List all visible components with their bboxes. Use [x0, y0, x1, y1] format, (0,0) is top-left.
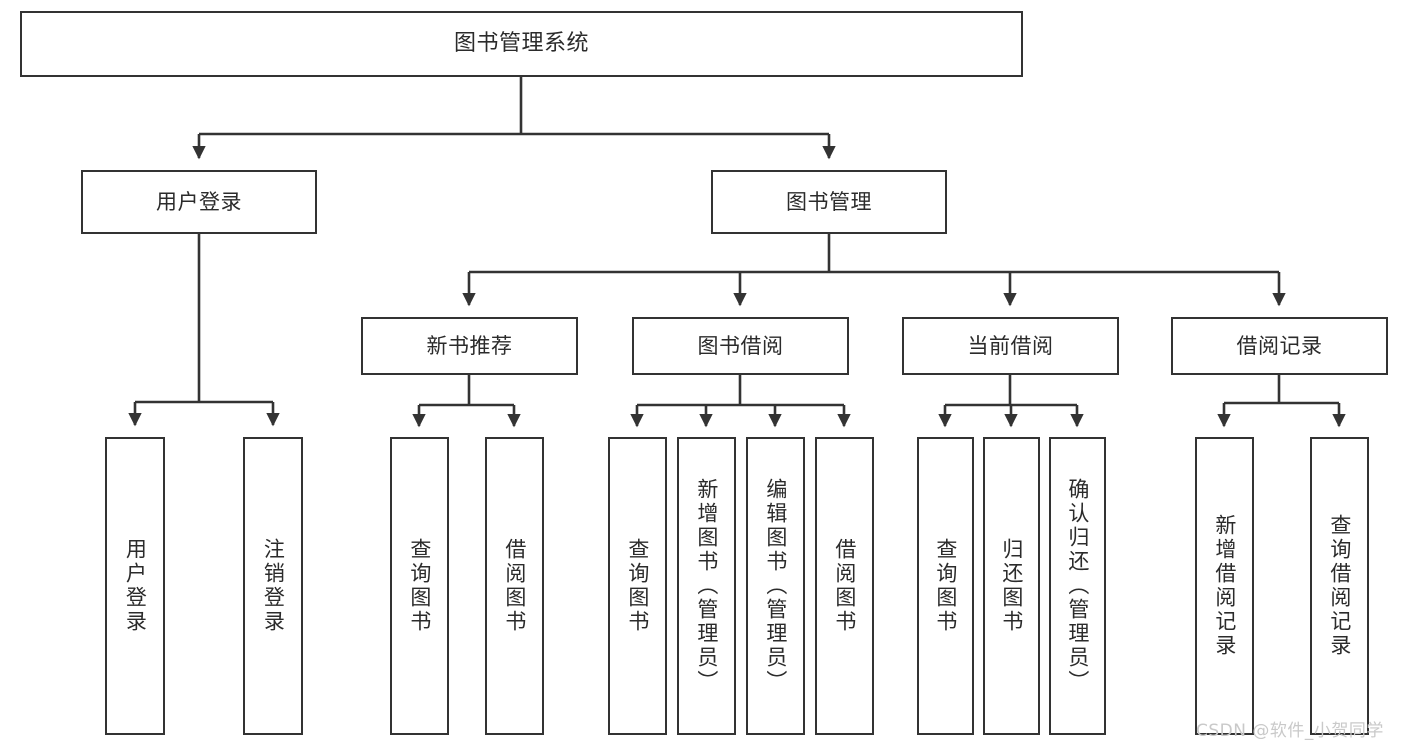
- node-label: 查询图书: [407, 538, 432, 634]
- node-label: 借阅图书: [832, 538, 857, 634]
- node-label: 新增图书（管理员）: [694, 478, 719, 694]
- node-label: 用户登录: [156, 189, 242, 214]
- node-label: 查询图书: [933, 538, 958, 634]
- node-leaf-query-book-a[interactable]: 查询图书: [390, 437, 449, 735]
- node-label: 编辑图书（管理员）: [763, 478, 788, 694]
- node-label: 图书借阅: [697, 333, 784, 358]
- node-leaf-edit-book[interactable]: 编辑图书（管理员）: [746, 437, 805, 735]
- node-label: 查询借阅记录: [1327, 514, 1352, 658]
- node-leaf-query-book-b[interactable]: 查询图书: [608, 437, 667, 735]
- node-book-borrow[interactable]: 图书借阅: [632, 317, 849, 375]
- node-user-login[interactable]: 用户登录: [81, 170, 317, 234]
- csdn-watermark: CSDN @软件_小贺同学: [1196, 721, 1384, 741]
- node-label: 新书推荐: [426, 333, 513, 358]
- node-leaf-query-borrow-record[interactable]: 查询借阅记录: [1310, 437, 1369, 735]
- node-leaf-borrow-book-a[interactable]: 借阅图书: [485, 437, 544, 735]
- node-leaf-user-login[interactable]: 用户登录: [105, 437, 165, 735]
- node-label: 新增借阅记录: [1212, 514, 1237, 658]
- node-label: 归还图书: [999, 538, 1024, 634]
- node-borrow-record[interactable]: 借阅记录: [1171, 317, 1388, 375]
- node-label: 借阅记录: [1236, 333, 1323, 358]
- node-leaf-borrow-book-b[interactable]: 借阅图书: [815, 437, 874, 735]
- node-leaf-logout-login[interactable]: 注销登录: [243, 437, 303, 735]
- node-label: 图书管理系统: [453, 31, 589, 57]
- node-leaf-return-book[interactable]: 归还图书: [983, 437, 1040, 735]
- node-root-system[interactable]: 图书管理系统: [20, 11, 1023, 77]
- node-label: 借阅图书: [502, 538, 527, 634]
- node-leaf-add-borrow-record[interactable]: 新增借阅记录: [1195, 437, 1254, 735]
- node-leaf-add-book[interactable]: 新增图书（管理员）: [677, 437, 736, 735]
- node-label: 图书管理: [786, 189, 872, 214]
- node-current-borrow[interactable]: 当前借阅: [902, 317, 1119, 375]
- node-label: 注销登录: [261, 538, 286, 634]
- node-leaf-query-book-c[interactable]: 查询图书: [917, 437, 974, 735]
- node-label: 确认归还（管理员）: [1065, 478, 1090, 694]
- node-label: 查询图书: [625, 538, 650, 634]
- node-new-book-recommend[interactable]: 新书推荐: [361, 317, 578, 375]
- node-label: 当前借阅: [967, 333, 1054, 358]
- node-book-management[interactable]: 图书管理: [711, 170, 947, 234]
- node-leaf-confirm-return[interactable]: 确认归还（管理员）: [1049, 437, 1106, 735]
- node-label: 用户登录: [123, 538, 148, 634]
